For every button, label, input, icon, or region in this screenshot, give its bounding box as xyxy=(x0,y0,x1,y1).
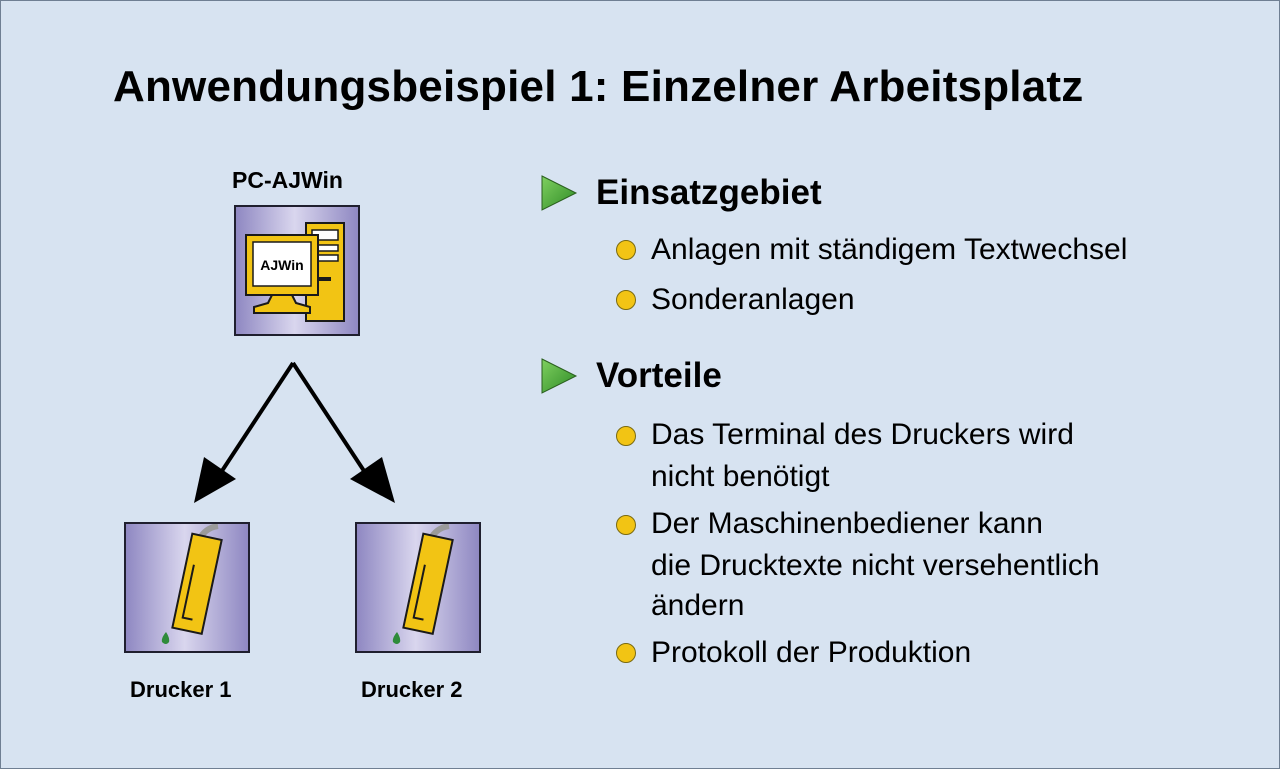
list-item: Protokoll der Produktion xyxy=(651,636,972,669)
pc-label: PC-AJWin xyxy=(232,167,343,193)
triangle-bullet-icon xyxy=(541,358,578,394)
slide-title: Anwendungsbeispiel 1: Einzelner Arbeitsp… xyxy=(113,62,1084,111)
printer-2-label: Drucker 2 xyxy=(361,677,463,702)
list-item-line: Der Maschinenbediener kann xyxy=(651,507,1043,540)
printer-head-icon xyxy=(161,524,223,644)
list-item-line: Das Terminal des Druckers wird xyxy=(651,418,1074,451)
list-item: Sonderanlagen xyxy=(651,283,855,316)
printer-1-label: Drucker 1 xyxy=(130,677,232,702)
printer-1-node xyxy=(124,522,250,653)
list-item-line: nicht benötigt xyxy=(651,460,830,493)
printer-2-node xyxy=(355,522,481,653)
circle-bullet-icon xyxy=(616,290,636,310)
computer-icon: AJWin xyxy=(245,222,345,322)
pc-node: AJWin xyxy=(234,205,360,336)
list-item-line: die Drucktexte nicht versehentlich xyxy=(651,549,1100,582)
arrow-down-left xyxy=(194,457,236,503)
circle-bullet-icon xyxy=(616,643,636,663)
printer-head-icon xyxy=(392,524,454,644)
circle-bullet-icon xyxy=(616,240,636,260)
list-item-line: ändern xyxy=(651,589,745,622)
arrow-to-printer-2 xyxy=(291,361,372,482)
triangle-bullet-icon xyxy=(541,175,578,211)
circle-bullet-icon xyxy=(616,426,636,446)
connection-arrows xyxy=(194,361,395,503)
section-heading-vorteile: Vorteile xyxy=(596,356,722,395)
arrow-down-right xyxy=(350,457,395,503)
list-item: Anlagen mit ständigem Textwechsel xyxy=(651,233,1128,266)
section-heading-einsatzgebiet: Einsatzgebiet xyxy=(596,173,822,212)
arrow-to-printer-1 xyxy=(214,361,295,482)
circle-bullet-icon xyxy=(616,515,636,535)
screen-text: AJWin xyxy=(260,257,303,273)
